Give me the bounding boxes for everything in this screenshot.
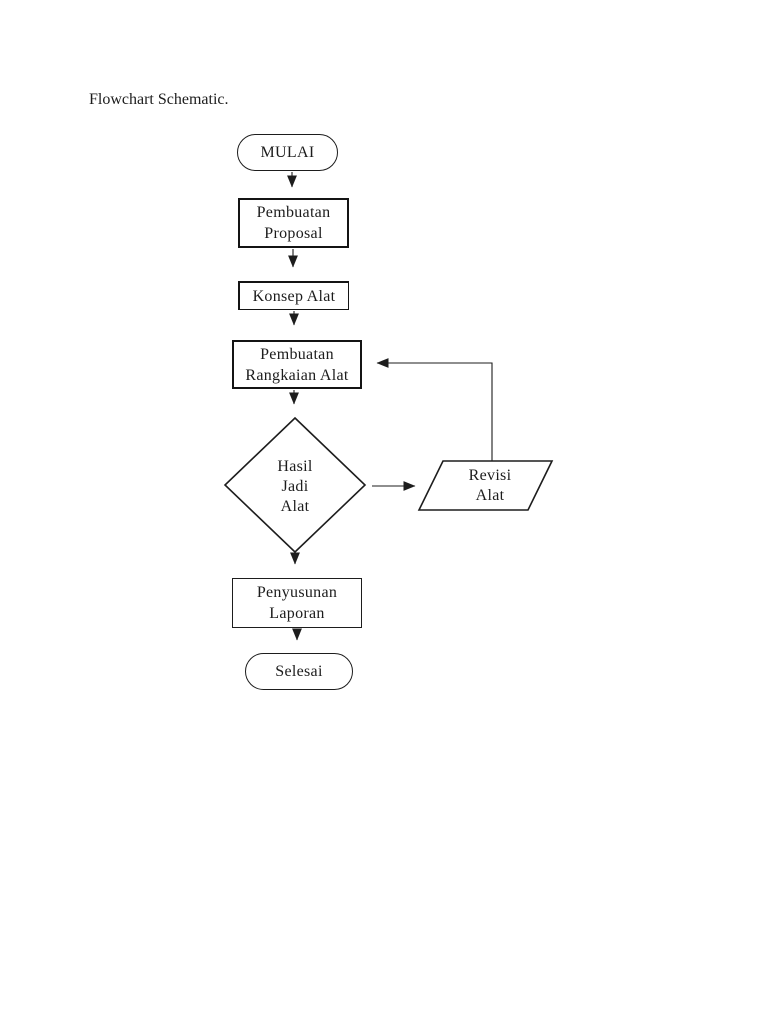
node-revisi-line1: Revisi — [468, 467, 512, 484]
edge-revisi-rangkaian — [376, 358, 493, 461]
node-laporan-line1: Penyusunan — [256, 584, 338, 601]
node-selesai-terminator: Selesai — [245, 653, 353, 690]
node-hasil-line3: Alat — [280, 498, 310, 515]
node-proposal-line2: Proposal — [264, 225, 323, 242]
node-laporan-line2: Laporan — [269, 605, 325, 622]
node-selesai-label: Selesai — [275, 663, 323, 680]
node-pembuatan-rangkaian-alat: Pembuatan Rangkaian Alat — [232, 340, 362, 389]
node-pembuatan-proposal: Pembuatan Proposal — [238, 198, 349, 248]
node-hasil-jadi-alat-label: Hasil Jadi Alat — [245, 457, 345, 517]
node-rangkaian-line1: Pembuatan — [260, 345, 334, 363]
node-start-terminator: MULAI — [237, 134, 338, 171]
node-hasil-line1: Hasil — [277, 458, 313, 475]
node-konsep-alat: Konsep Alat — [238, 281, 349, 310]
node-penyusunan-laporan: Penyusunan Laporan — [232, 578, 362, 628]
page-title: Flowchart Schematic. — [89, 91, 229, 108]
node-revisi-line2: Alat — [475, 487, 505, 504]
node-hasil-line2: Jadi — [281, 478, 309, 495]
node-konsep-line1: Konsep Alat — [252, 287, 336, 305]
node-rangkaian-line2: Rangkaian Alat — [245, 366, 349, 384]
node-proposal-line1: Pembuatan — [256, 204, 331, 221]
node-start-label: MULAI — [260, 144, 315, 161]
node-revisi-alat-label: Revisi Alat — [440, 466, 540, 506]
